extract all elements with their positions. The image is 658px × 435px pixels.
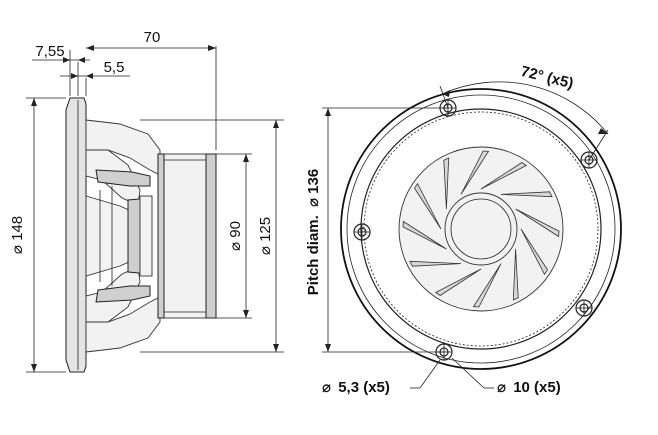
diameter-symbol: ⌀	[257, 246, 274, 255]
svg-text:⌀ 10 (x5): ⌀ 10 (x5)	[497, 379, 561, 396]
svg-text:⌀ 148: ⌀ 148	[9, 216, 26, 254]
pitch-diameter-label: Pitch diam.	[305, 215, 322, 295]
diameter-symbol: ⌀	[9, 245, 26, 254]
dim-angle: 72° (x5)	[519, 63, 575, 92]
diameter-symbol: ⌀	[497, 379, 506, 396]
dim-hole: 5,3 (x5)	[338, 379, 390, 396]
dim-148-group: ⌀ 148	[9, 216, 26, 254]
diameter-symbol: ⌀	[322, 379, 331, 396]
dim-7-55: 7,55	[35, 43, 64, 60]
dim-136: 136	[305, 169, 322, 194]
side-flange	[65, 97, 87, 373]
vane	[409, 260, 462, 267]
dim-70: 70	[144, 29, 161, 46]
vane	[512, 248, 519, 301]
dim-pitch-group: Pitch diam. ⌀ 136	[305, 169, 322, 295]
vane	[443, 157, 450, 210]
dim-5-5: 5,5	[104, 59, 125, 76]
vane	[480, 162, 528, 190]
svg-text:Pitch diam. ⌀ 136: Pitch diam. ⌀ 136	[305, 169, 322, 295]
vane	[460, 150, 490, 195]
vane	[500, 191, 553, 198]
dim-148: 148	[9, 216, 26, 241]
diameter-symbol: ⌀	[305, 198, 322, 207]
front-view	[322, 81, 622, 389]
front-dust-cap	[444, 192, 518, 266]
vane	[472, 263, 502, 308]
vane	[434, 268, 482, 296]
side-view	[26, 45, 284, 373]
svg-text:⌀ 90: ⌀ 90	[227, 221, 244, 251]
svg-text:⌀ 125: ⌀ 125	[257, 217, 274, 255]
dim-counterbore: 10 (x5)	[513, 379, 561, 396]
vane	[414, 182, 442, 230]
dim-90: 90	[227, 221, 244, 238]
diameter-symbol: ⌀	[227, 242, 244, 251]
dim-125-group: ⌀ 125	[257, 217, 274, 255]
dim-90-group: ⌀ 90	[227, 221, 244, 251]
vane	[402, 220, 447, 250]
vane	[515, 208, 560, 238]
dim-125: 125	[257, 217, 274, 242]
vane	[520, 228, 548, 276]
front-vanes	[402, 150, 560, 308]
svg-text:⌀ 5,3 (x5): ⌀ 5,3 (x5)	[322, 379, 390, 396]
front-outer-ring	[340, 88, 622, 370]
